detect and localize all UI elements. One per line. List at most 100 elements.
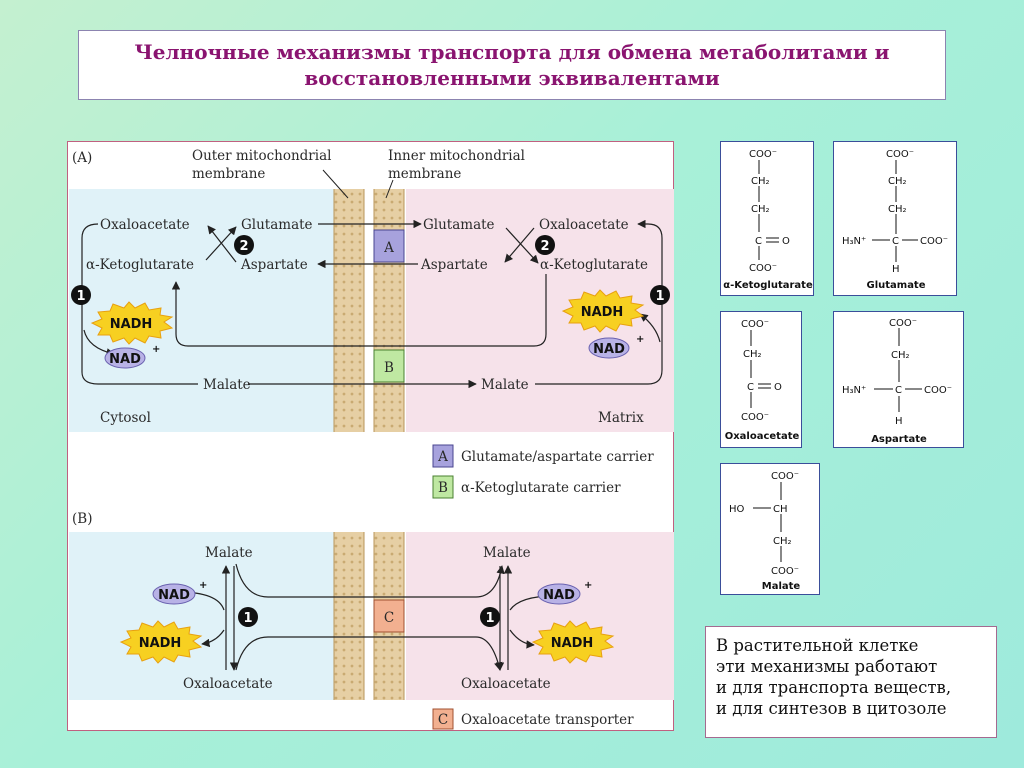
cytosol-nadh-star: NADH bbox=[90, 301, 174, 345]
glutamate-coo-top: COO⁻ bbox=[886, 149, 914, 160]
ketoglutarate-transport-arrow bbox=[171, 274, 547, 347]
aspartate-name: Aspartate bbox=[871, 434, 927, 445]
panel-a-label: (A) bbox=[72, 150, 92, 166]
oxaloacetate-coo-top: COO⁻ bbox=[741, 319, 769, 330]
panel-b-left-nad-oval: NAD + bbox=[152, 580, 207, 605]
legend-b: B α-Ketoglutarate carrier bbox=[432, 475, 621, 499]
aspartate-coo-top: COO⁻ bbox=[889, 318, 917, 329]
panel-b-right-malate: Malate bbox=[483, 545, 531, 561]
ketoglutarate-c: C bbox=[755, 236, 762, 247]
svg-text:C: C bbox=[438, 712, 448, 728]
panel-b-left-nadh-star: NADH bbox=[119, 620, 203, 664]
glutamate-ch2-b: CH₂ bbox=[888, 204, 907, 215]
oxaloacetate-c: C bbox=[747, 382, 754, 393]
svg-text:NADH: NADH bbox=[581, 305, 624, 320]
ketoglutarate-ch2-a: CH₂ bbox=[751, 176, 770, 187]
glutamate-c: C bbox=[892, 236, 899, 247]
legend-a: A Glutamate/aspartate carrier bbox=[432, 444, 654, 468]
matrix-region-b bbox=[406, 532, 674, 700]
inner-membrane-pointer bbox=[385, 179, 394, 199]
svg-text:NADH: NADH bbox=[551, 636, 594, 651]
carrier-a-box: A bbox=[373, 229, 405, 263]
title-line-1: Челночные механизмы транспорта для обмен… bbox=[134, 40, 890, 64]
svg-text:1: 1 bbox=[243, 611, 252, 626]
panel-b-label: (B) bbox=[72, 511, 92, 527]
malate-ho: HO bbox=[729, 504, 745, 515]
ketoglutarate-coo-bottom: COO⁻ bbox=[749, 263, 777, 274]
legend-a-text: Glutamate/aspartate carrier bbox=[461, 449, 654, 465]
plant-cell-note: В растительной клетке эти механизмы рабо… bbox=[705, 626, 997, 738]
malate-ch: CH bbox=[773, 504, 788, 515]
svg-text:+: + bbox=[584, 580, 592, 591]
aspartate-h: H bbox=[895, 416, 903, 427]
svg-text:NADH: NADH bbox=[139, 636, 182, 651]
outer-membrane-b bbox=[333, 532, 365, 700]
matrix-aspartate: Aspartate bbox=[420, 257, 488, 273]
panel-b-right-nad-oval: NAD + bbox=[537, 580, 592, 605]
structure-aspartate: COO⁻ CH₂ H₃N⁺ C COO⁻ H Aspartate bbox=[833, 311, 964, 448]
svg-text:1: 1 bbox=[485, 611, 494, 626]
svg-text:2: 2 bbox=[239, 239, 248, 254]
svg-text:B: B bbox=[384, 360, 394, 376]
svg-text:B: B bbox=[438, 480, 448, 496]
malate-ch2: CH₂ bbox=[773, 536, 792, 547]
aspartate-c: C bbox=[895, 385, 902, 396]
carrier-c-box: C bbox=[373, 599, 405, 633]
note-line-4: и для синтезов в цитозоле bbox=[716, 699, 947, 718]
step-2-badge-matrix: 2 bbox=[535, 235, 555, 255]
shuttle-diagram: (A) Outer mitochondrial membrane Inner m… bbox=[67, 141, 674, 731]
matrix-transamination-arrows bbox=[504, 227, 539, 264]
outer-membrane-a bbox=[333, 189, 365, 432]
inner-membrane-label-2: membrane bbox=[388, 166, 461, 182]
structure-ketoglutarate: COO⁻ CH₂ CH₂ C O COO⁻ α-Ketoglutarate bbox=[720, 141, 814, 296]
title-line-2: восстановленными эквивалентами bbox=[304, 66, 720, 90]
matrix-label: Matrix bbox=[598, 410, 644, 426]
cytosol-oxaloacetate: Oxaloacetate bbox=[100, 217, 190, 233]
title-box: Челночные механизмы транспорта для обмен… bbox=[78, 30, 946, 100]
glutamate-h: H bbox=[892, 264, 900, 275]
glutamate-ch2-a: CH₂ bbox=[888, 176, 907, 187]
svg-text:A: A bbox=[437, 449, 448, 465]
cytosol-nad-oval: NAD + bbox=[104, 344, 160, 369]
glutamate-coo-right: COO⁻ bbox=[920, 236, 948, 247]
matrix-ketoglutarate: α-Ketoglutarate bbox=[540, 257, 648, 273]
panel-b-oxaloacetate-transport-arrow bbox=[235, 636, 503, 671]
cytosol-region-b bbox=[69, 532, 336, 700]
svg-text:NAD: NAD bbox=[109, 352, 141, 367]
matrix-glutamate: Glutamate bbox=[423, 217, 495, 233]
ketoglutarate-coo-top: COO⁻ bbox=[749, 149, 777, 160]
legend-c: C Oxaloacetate transporter bbox=[432, 708, 634, 730]
panel-b-right-nadh-star: NADH bbox=[531, 620, 615, 664]
shuttle-diagram-svg: (A) Outer mitochondrial membrane Inner m… bbox=[69, 148, 674, 730]
step-1-badge-matrix: 1 bbox=[650, 285, 670, 305]
ketoglutarate-o: O bbox=[782, 236, 790, 247]
cytosol-ketoglutarate: α-Ketoglutarate bbox=[86, 257, 194, 273]
structure-glutamate: COO⁻ CH₂ CH₂ H₃N⁺ C COO⁻ H Glutamate bbox=[833, 141, 957, 296]
panel-b-step-1-right: 1 bbox=[480, 607, 500, 627]
svg-text:NADH: NADH bbox=[110, 317, 153, 332]
svg-text:+: + bbox=[152, 344, 160, 355]
legend-b-text: α-Ketoglutarate carrier bbox=[461, 480, 621, 496]
svg-text:+: + bbox=[636, 334, 644, 345]
glutamate-h3n: H₃N⁺ bbox=[842, 236, 866, 247]
svg-text:A: A bbox=[383, 240, 394, 256]
cytosol-transamination-arrows bbox=[205, 225, 237, 263]
inner-membrane-a bbox=[373, 189, 405, 432]
oxaloacetate-ch2: CH₂ bbox=[743, 349, 762, 360]
ketoglutarate-ch2-b: CH₂ bbox=[751, 204, 770, 215]
legend-c-text: Oxaloacetate transporter bbox=[461, 712, 634, 728]
svg-text:1: 1 bbox=[76, 289, 85, 304]
cytosol-glutamate: Glutamate bbox=[241, 217, 313, 233]
malate-name: Malate bbox=[762, 581, 801, 592]
svg-text:NAD: NAD bbox=[543, 588, 575, 603]
matrix-oxaloacetate: Oxaloacetate bbox=[539, 217, 629, 233]
structure-oxaloacetate: COO⁻ CH₂ C O COO⁻ Oxaloacetate bbox=[720, 311, 802, 448]
aspartate-coo-right: COO⁻ bbox=[924, 385, 952, 396]
glutamate-name: Glutamate bbox=[866, 280, 925, 291]
outer-membrane-pointer bbox=[322, 169, 349, 199]
panel-b-step-1-left: 1 bbox=[238, 607, 258, 627]
oxaloacetate-name: Oxaloacetate bbox=[725, 431, 800, 442]
svg-text:1: 1 bbox=[655, 289, 664, 304]
aspartate-h3n: H₃N⁺ bbox=[842, 385, 866, 396]
svg-text:NAD: NAD bbox=[593, 342, 625, 357]
